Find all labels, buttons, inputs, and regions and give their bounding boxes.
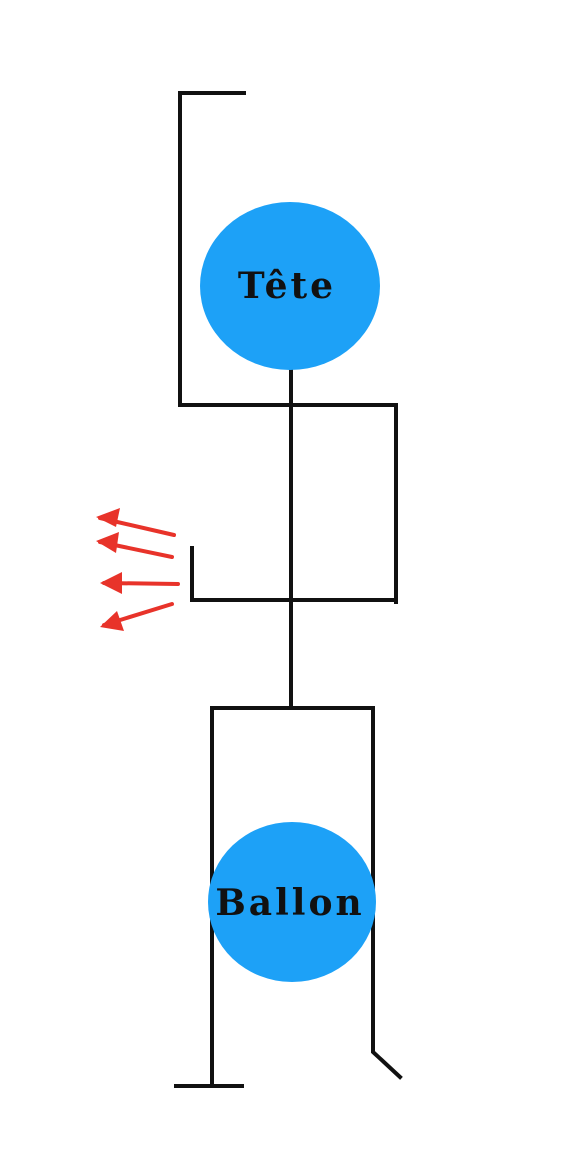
arrow-3 [100,572,180,594]
arrow-1 [96,508,176,537]
arrow-3-head [100,572,122,594]
arrow-4-head [100,611,124,631]
head-label: Tête [238,265,336,307]
lower-box-top [210,706,403,1086]
balloon-node [208,822,376,982]
arrow-1-head [96,508,120,527]
arrow-2 [96,532,174,559]
arrow-2-head [96,532,119,553]
arrows-group [96,508,180,631]
arrow-4 [100,602,174,631]
head-node [200,202,380,370]
upper-bracket [178,91,394,407]
middle-frame-bottom [190,546,398,602]
balloon-label: Ballon [215,882,364,924]
